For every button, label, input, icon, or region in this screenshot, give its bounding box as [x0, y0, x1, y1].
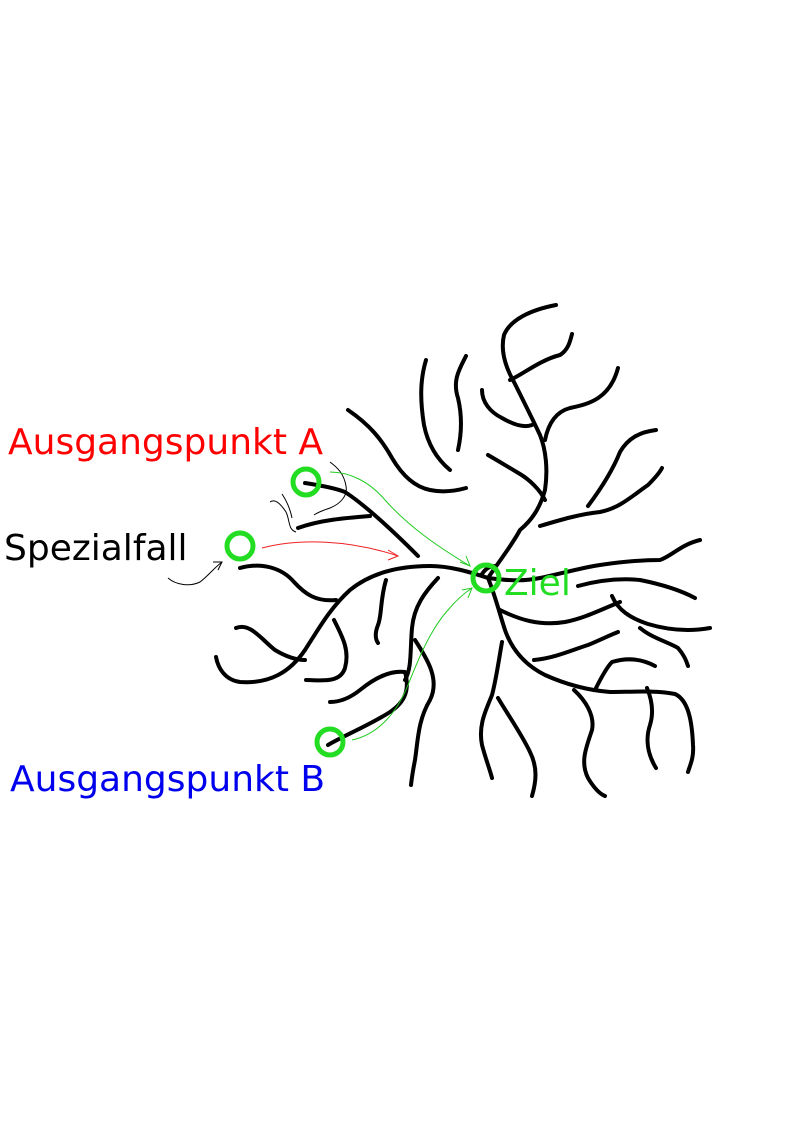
special-case-arrow	[167, 561, 223, 586]
label-goal: Ziel	[504, 563, 571, 604]
twig	[576, 577, 697, 600]
twig	[480, 388, 534, 429]
branch-right	[486, 538, 702, 583]
green-arrows	[329, 471, 473, 741]
twig	[403, 576, 440, 682]
trunk-down	[486, 576, 696, 774]
scribble-near-a	[269, 500, 297, 533]
annotation-arrows	[167, 461, 347, 586]
arrow-head	[213, 561, 223, 571]
label-start-b: Ausgangspunkt B	[10, 759, 325, 800]
label-start-a: Ausgangspunkt A	[8, 422, 323, 463]
twig	[498, 600, 622, 626]
green-arrow-from-a	[329, 471, 471, 567]
twig	[304, 618, 349, 683]
green-arrow-from-a-head	[459, 555, 471, 567]
scribble-near-a	[281, 493, 293, 519]
branch-to-start-b	[326, 669, 409, 747]
trunk-up	[486, 303, 558, 580]
red-arrow-line	[261, 541, 399, 557]
twig	[572, 688, 607, 798]
branch-to-start-a	[303, 481, 420, 558]
markers	[224, 466, 502, 758]
start-b-marker	[314, 726, 346, 758]
twig	[486, 453, 547, 502]
twig	[508, 332, 574, 382]
twig	[610, 594, 712, 633]
twig	[234, 624, 307, 662]
red-arrow-head	[387, 549, 400, 561]
twig	[409, 638, 436, 787]
twig	[296, 514, 372, 530]
twig	[373, 578, 388, 645]
twig	[638, 626, 690, 668]
branching-tree	[214, 303, 712, 798]
scribble-near-a	[313, 461, 347, 516]
twig	[238, 563, 338, 603]
goal-marker	[470, 562, 502, 594]
special-case-marker	[224, 530, 256, 562]
twig	[479, 640, 504, 780]
main-branch	[214, 564, 490, 685]
twig	[538, 466, 664, 528]
twig	[532, 630, 620, 662]
twig	[645, 686, 658, 770]
start-a-marker	[290, 466, 322, 498]
twig	[346, 408, 468, 494]
twig	[453, 354, 468, 452]
twig	[496, 696, 538, 798]
red-arrow	[261, 541, 400, 561]
twig	[543, 366, 620, 442]
twig	[594, 657, 657, 690]
label-special-case: Spezialfall	[4, 528, 188, 569]
green-arrow-from-b	[351, 587, 473, 741]
twig	[586, 428, 658, 508]
green-arrow-from-b-head	[461, 587, 473, 599]
twig	[419, 358, 452, 472]
